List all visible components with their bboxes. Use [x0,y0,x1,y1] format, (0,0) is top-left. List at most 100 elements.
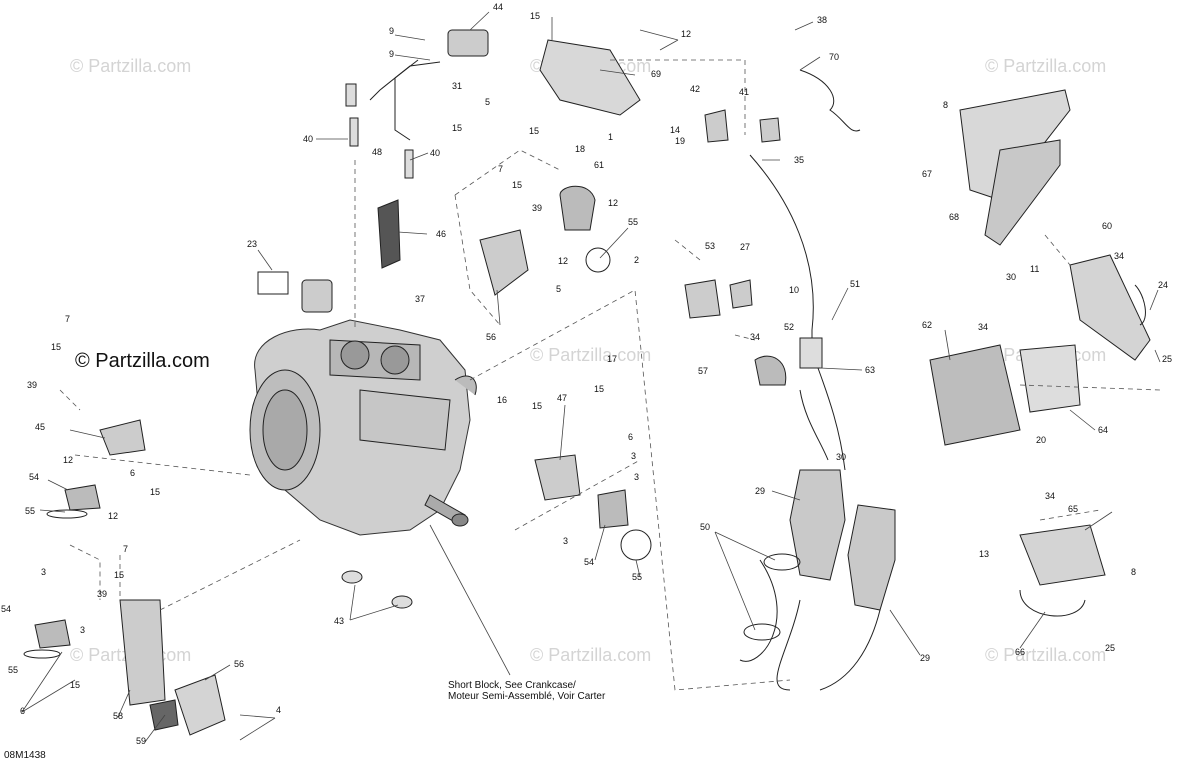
callout: 41 [739,87,749,97]
callout: 17 [607,354,617,364]
callout: 15 [530,11,540,21]
callout: 39 [532,203,542,213]
callout: 15 [532,401,542,411]
callout: 6 [130,468,135,478]
callout: 3 [80,625,85,635]
callout: 34 [1045,491,1055,501]
callout: 15 [512,180,522,190]
callout: 54 [1,604,11,614]
callout: 29 [755,486,765,496]
callout: 25 [1105,643,1115,653]
callout: 13 [979,549,989,559]
callout: 5 [556,284,561,294]
callout: 7 [498,164,503,174]
callout: 3 [563,536,568,546]
callout: 12 [63,455,73,465]
callout: 15 [594,384,604,394]
callout: 39 [97,589,107,599]
callout: 44 [493,2,503,12]
callout: 69 [651,69,661,79]
callout: 34 [750,332,760,342]
callout: 23 [247,239,257,249]
callout: 68 [949,212,959,222]
callout: 6 [628,432,633,442]
callout: 30 [1006,272,1016,282]
callout: 27 [740,242,750,252]
callout: 57 [698,366,708,376]
callout: 55 [628,217,638,227]
callout: 51 [850,279,860,289]
callout: 29 [920,653,930,663]
callout: 55 [632,572,642,582]
callout: 12 [681,29,691,39]
callout: 34 [1114,251,1124,261]
callout: 64 [1098,425,1108,435]
callout: 47 [557,393,567,403]
watermark: © Partzilla.com [530,645,652,665]
callout: 3 [634,472,639,482]
callout: 46 [436,229,446,239]
callout: 66 [1015,647,1025,657]
callout: 70 [829,52,839,62]
watermark: © Partzilla.com [985,645,1107,665]
callout: 35 [794,155,804,165]
callout: 53 [705,241,715,251]
callout: 40 [303,134,313,144]
callout: 12 [608,198,618,208]
callout: 9 [389,26,394,36]
callout: 39 [27,380,37,390]
callout: 56 [486,332,496,342]
callout: 48 [372,147,382,157]
callout: 6 [20,706,25,716]
callout: 45 [35,422,45,432]
callout: 18 [575,144,585,154]
watermark: © Partzilla.com [985,56,1107,76]
callout: 15 [70,680,80,690]
watermark-dark: © Partzilla.com [75,350,210,372]
callout: 42 [690,84,700,94]
callout-labels: 44 15 9 9 31 40 40 48 12 69 15 38 70 5 1… [1,2,1172,746]
callout: 30 [836,452,846,462]
callout: 16 [497,395,507,405]
callout: 31 [452,81,462,91]
callout: 3 [631,451,636,461]
callout: 1 [608,132,613,142]
callout: 12 [558,256,568,266]
callout: 10 [789,285,799,295]
callout: 7 [65,314,70,324]
callout: 38 [817,15,827,25]
note-line-2: Moteur Semi-Assemblé, Voir Carter [448,691,606,702]
callout: 58 [113,711,123,721]
watermark: © Partzilla.com [530,345,652,365]
callout: 54 [29,472,39,482]
watermark: © Partzilla.com [70,56,192,76]
callout: 40 [430,148,440,158]
callout: 56 [234,659,244,669]
callout: 2 [634,255,639,265]
callout: 12 [108,511,118,521]
callout: 61 [594,160,604,170]
callout: 8 [1131,567,1136,577]
callout: 55 [25,506,35,516]
engine-block [249,319,477,536]
callout: 15 [452,123,462,133]
callout: 54 [584,557,594,567]
callout: 55 [8,665,18,675]
callout: 63 [865,365,875,375]
callout: 15 [150,487,160,497]
callout: 8 [943,100,948,110]
callout: 59 [136,736,146,746]
callout: 15 [114,570,124,580]
callout: 60 [1102,221,1112,231]
callout: 67 [922,169,932,179]
diagram-id: 08M1438 [4,750,46,761]
callout: 9 [389,49,394,59]
callout: 15 [51,342,61,352]
callout: 3 [41,567,46,577]
callout: 19 [675,136,685,146]
callout: 65 [1068,504,1078,514]
callout: 4 [276,705,281,715]
callout: 34 [978,322,988,332]
